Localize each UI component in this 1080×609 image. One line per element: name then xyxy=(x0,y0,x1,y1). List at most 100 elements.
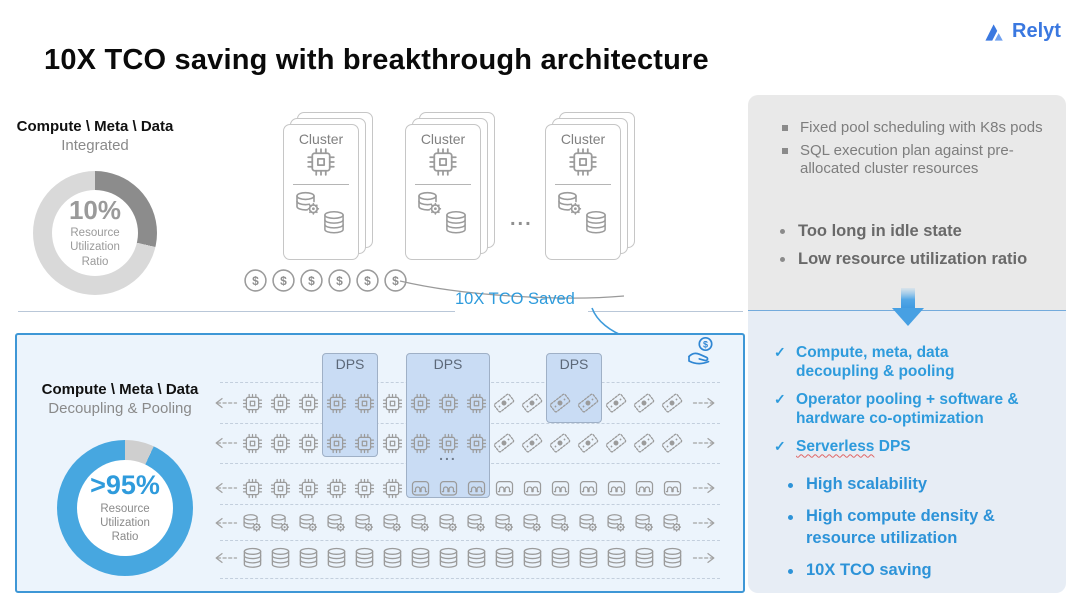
cpu-icon xyxy=(466,433,486,453)
cluster-databases xyxy=(406,185,480,245)
database-icon xyxy=(523,547,541,568)
database-gear-icon xyxy=(662,513,681,532)
utilization-donut-before: 10% Resource Utilization Ratio xyxy=(33,171,157,295)
decoupled-heading: Compute \ Meta \ Data Decoupling & Pooli… xyxy=(25,381,215,417)
cpu-icon xyxy=(354,478,374,498)
utilization-label: Resource Utilization Ratio xyxy=(100,502,150,543)
divider-line-left xyxy=(18,311,455,312)
cluster-divider xyxy=(293,184,349,185)
serverless-word: Serverless xyxy=(796,437,875,455)
integrated-heading-sub: Integrated xyxy=(61,137,129,154)
solution-text: Serverless DPS xyxy=(796,437,911,456)
solution-text: Operator pooling + software & hardware c… xyxy=(796,390,1019,428)
cpu-icon xyxy=(354,393,374,413)
problem-list: Fixed pool scheduling with K8s pods SQL … xyxy=(782,119,1044,183)
solution-item: ✓ Compute, meta, data decoupling & pooli… xyxy=(774,343,1026,382)
banknote-icon xyxy=(493,393,515,413)
dashed-separator xyxy=(220,540,720,541)
cpu-icon xyxy=(466,393,486,413)
dashed-separator xyxy=(220,504,720,505)
left-dashed-arrow-icon xyxy=(215,482,238,494)
memory-wave-icon xyxy=(495,480,513,496)
benefit-text: High compute density & resource utilizat… xyxy=(806,507,995,547)
database-gear-icon xyxy=(242,513,261,532)
memory-wave-icon xyxy=(551,480,569,496)
memory-wave-icon xyxy=(523,480,541,496)
banknote-icon xyxy=(661,393,683,413)
problem-item: Fixed pool scheduling with K8s pods xyxy=(782,119,1044,138)
dollar-coin-icon: $ xyxy=(244,269,267,292)
utilization-value: 10% xyxy=(68,195,122,226)
dps-word: DPS xyxy=(874,437,911,455)
memory-wave-icon xyxy=(607,480,625,496)
cpu-icon xyxy=(382,433,402,453)
cluster-label: Cluster xyxy=(420,131,466,147)
cpu-icon xyxy=(410,433,430,453)
integrated-heading-main: Compute \ Meta \ Data xyxy=(16,118,174,135)
dot-bullet-icon xyxy=(788,569,793,575)
cpu-icon xyxy=(569,148,597,176)
database-gear-icon xyxy=(382,513,401,532)
cpu-icon xyxy=(354,433,374,453)
right-panel-solutions-section: ✓ Compute, meta, data decoupling & pooli… xyxy=(748,311,1066,593)
database-gear-icon xyxy=(522,513,541,532)
cluster-divider xyxy=(415,184,471,185)
cpu-icon xyxy=(307,148,335,176)
problem-text: Fixed pool scheduling with K8s pods xyxy=(800,119,1043,136)
memory-wave-icon xyxy=(411,480,429,496)
cluster-stack: Cluster xyxy=(545,112,640,262)
right-dashed-arrow-icon xyxy=(692,397,715,409)
database-gear-icon xyxy=(606,513,625,532)
decoupled-heading-main: Compute \ Meta \ Data xyxy=(41,381,199,398)
database-icon xyxy=(663,547,681,568)
donut-center: 10% Resource Utilization Ratio xyxy=(52,190,138,276)
right-dashed-arrow-icon xyxy=(692,517,715,529)
database-icon xyxy=(495,547,513,568)
dot-bullet-icon xyxy=(780,229,785,234)
dot-bullet-icon xyxy=(780,257,785,263)
solution-text: Compute, meta, data decoupling & pooling xyxy=(796,344,955,381)
cluster-stack: Cluster xyxy=(283,112,378,262)
svg-text:$: $ xyxy=(392,274,399,288)
database-icon xyxy=(327,547,345,568)
pain-item: Too long in idle state xyxy=(780,221,1042,242)
cluster-databases xyxy=(546,185,620,245)
check-icon: ✓ xyxy=(774,344,786,360)
benefit-text: High scalability xyxy=(806,475,928,493)
dollar-coin-icon: $ xyxy=(356,269,379,292)
right-dashed-arrow-icon xyxy=(692,552,715,564)
database-icon xyxy=(243,547,261,568)
left-dashed-arrow-icon xyxy=(215,397,238,409)
cpu-icon xyxy=(270,478,290,498)
left-dashed-arrow-icon xyxy=(215,517,238,529)
banknote-icon xyxy=(633,393,655,413)
banknote-icon xyxy=(633,433,655,453)
utilization-value: >95% xyxy=(90,469,160,500)
coins-curve-line xyxy=(399,280,625,299)
cluster-card: Cluster xyxy=(405,124,481,260)
memory-wave-icon xyxy=(663,480,681,496)
database-gear-icon xyxy=(296,191,320,215)
dps-box: DPS xyxy=(322,353,378,457)
cpu-icon xyxy=(242,393,262,413)
page-title: 10X TCO saving with breakthrough archite… xyxy=(44,44,709,76)
decoupled-heading-sub: Decoupling & Pooling xyxy=(48,400,192,417)
database-gear-icon xyxy=(438,513,457,532)
banknote-icon xyxy=(521,393,543,413)
cluster-card: Cluster xyxy=(283,124,359,260)
database-icon xyxy=(586,211,606,234)
benefit-item: High compute density & resource utilizat… xyxy=(788,506,1038,549)
cpu-icon xyxy=(298,393,318,413)
benefit-item: High scalability xyxy=(788,474,1038,495)
pain-text: Low resource utilization ratio xyxy=(798,250,1028,269)
dollar-coin-icon: $ xyxy=(328,269,351,292)
relyt-logo-icon xyxy=(985,23,1003,41)
database-gear-icon xyxy=(578,513,597,532)
pain-list: Too long in idle state Low resource util… xyxy=(780,221,1042,278)
database-gear-icon xyxy=(326,513,345,532)
cpu-icon xyxy=(270,433,290,453)
banknote-icon xyxy=(577,433,599,453)
donut-center: >95% Resource Utilization Ratio xyxy=(77,460,173,556)
problem-item: SQL execution plan against pre-allocated… xyxy=(782,142,1044,179)
banknote-icon xyxy=(605,393,627,413)
